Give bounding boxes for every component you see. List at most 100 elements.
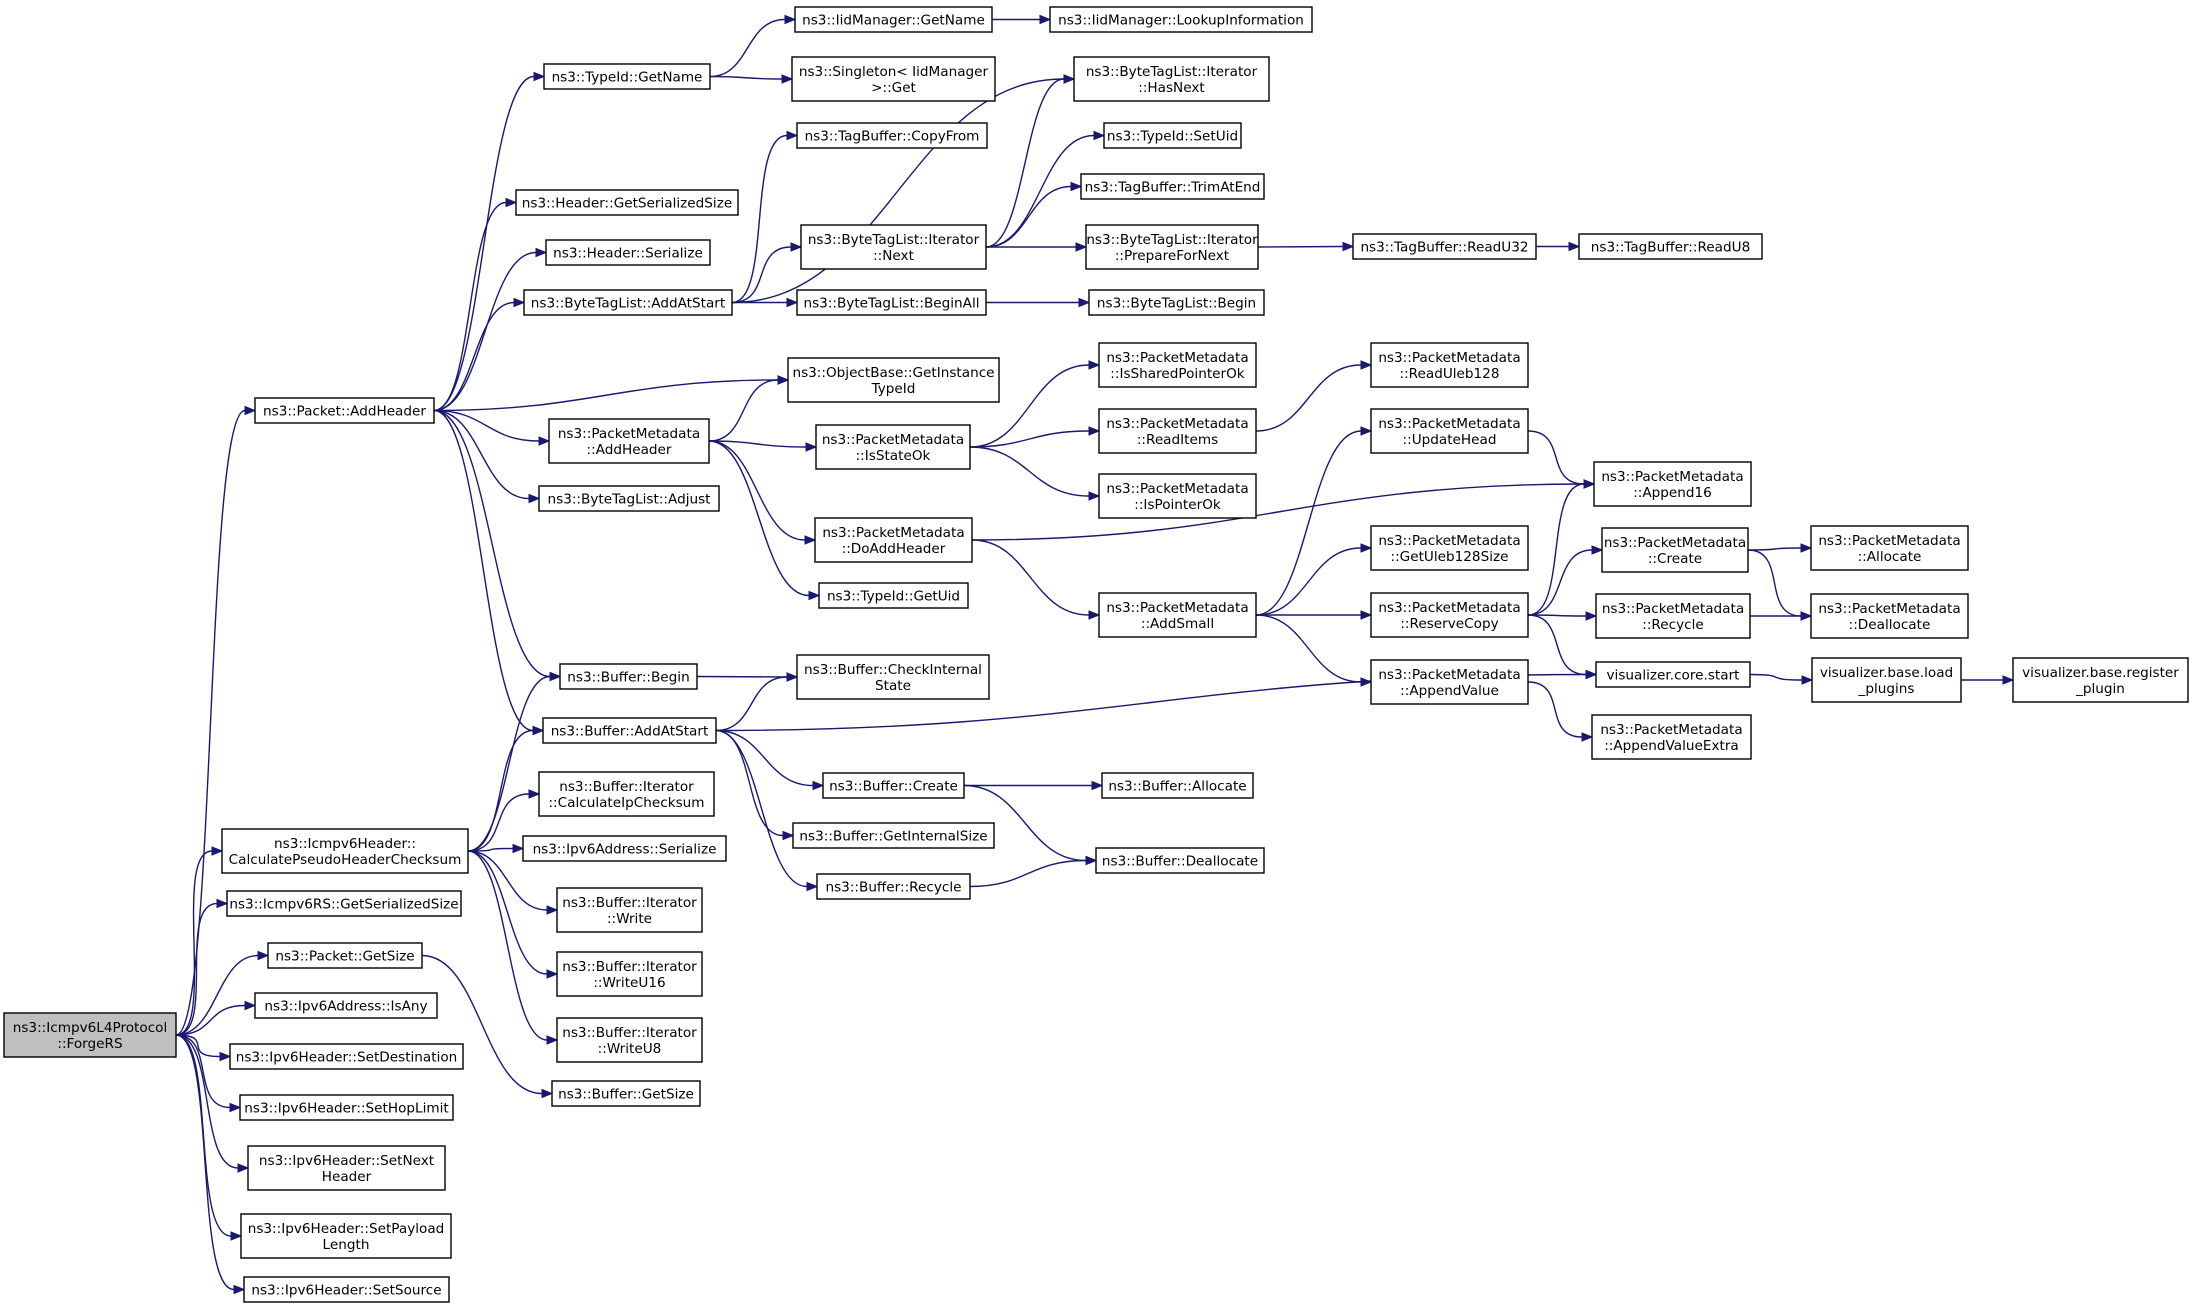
edge-btl-it-next-to-btl-it-prepare bbox=[986, 242, 1088, 252]
node-viz-core-start[interactable]: visualizer.core.start bbox=[1595, 661, 1751, 688]
edge-pm-update-head-to-pm-append16 bbox=[1527, 430, 1596, 489]
node-tag-buf-read-u32[interactable]: ns3::TagBuffer::ReadU32 bbox=[1352, 233, 1537, 260]
node-iid-get-name[interactable]: ns3::IidManager::GetName bbox=[794, 6, 993, 33]
node-buf-it-calc[interactable]: ns3::Buffer::Iterator::CalculateIpChecks… bbox=[538, 771, 715, 817]
node-box bbox=[1810, 525, 1969, 571]
node-tag-buf-read-u8[interactable]: ns3::TagBuffer::ReadU8 bbox=[1578, 233, 1763, 260]
node-pm-get-uleb-size[interactable]: ns3::PacketMetadata::GetUleb128Size bbox=[1370, 525, 1529, 571]
edge-packet-add-header-to-buf-begin bbox=[433, 409, 562, 682]
node-btl-add-at-start[interactable]: ns3::ByteTagList::AddAtStart bbox=[523, 289, 733, 316]
node-type-id-get-name[interactable]: ns3::TypeId::GetName bbox=[543, 63, 711, 90]
node-singleton-get[interactable]: ns3::Singleton< IidManager>::Get bbox=[791, 56, 996, 102]
node-pm-is-shared[interactable]: ns3::PacketMetadata::IsSharedPointerOk bbox=[1098, 342, 1257, 388]
node-calc-pseudo[interactable]: ns3::Icmpv6Header::CalculatePseudoHeader… bbox=[221, 828, 469, 874]
node-pm-recycle[interactable]: ns3::PacketMetadata::Recycle bbox=[1595, 593, 1751, 639]
node-type-id-get-uid[interactable]: ns3::TypeId::GetUid bbox=[818, 582, 969, 609]
node-btl-adjust[interactable]: ns3::ByteTagList::Adjust bbox=[538, 485, 720, 512]
node-pm-allocate[interactable]: ns3::PacketMetadata::Allocate bbox=[1810, 525, 1969, 571]
edge-forge-rs-to-set-next bbox=[175, 1034, 250, 1173]
node-pm-add-small[interactable]: ns3::PacketMetadata::AddSmall bbox=[1098, 592, 1257, 638]
node-pm-append16[interactable]: ns3::PacketMetadata::Append16 bbox=[1593, 461, 1752, 507]
node-buf-get-internal-size[interactable]: ns3::Buffer::GetInternalSize bbox=[792, 822, 995, 849]
node-set-source[interactable]: ns3::Ipv6Header::SetSource bbox=[243, 1276, 450, 1303]
node-set-dest[interactable]: ns3::Ipv6Header::SetDestination bbox=[229, 1043, 464, 1070]
node-pm-is-pointer[interactable]: ns3::PacketMetadata::IsPointerOk bbox=[1098, 473, 1257, 519]
node-rs-get-ser-size[interactable]: ns3::Icmpv6RS::GetSerializedSize bbox=[226, 890, 462, 917]
node-tag-buf-copy-from[interactable]: ns3::TagBuffer::CopyFrom bbox=[796, 122, 988, 149]
node-ipv6-serialize[interactable]: ns3::Ipv6Address::Serialize bbox=[522, 835, 727, 862]
node-iid-lookup[interactable]: ns3::IidManager::LookupInformation bbox=[1049, 6, 1313, 33]
node-pm-do-add-header[interactable]: ns3::PacketMetadata::DoAddHeader bbox=[814, 517, 973, 563]
node-label: ::IsPointerOk bbox=[1134, 497, 1221, 513]
node-pm-append-value-extra[interactable]: ns3::PacketMetadata::AppendValueExtra bbox=[1591, 714, 1752, 760]
node-box bbox=[815, 424, 971, 470]
node-label: ns3::PacketMetadata bbox=[1106, 481, 1248, 497]
node-header-serialize[interactable]: ns3::Header::Serialize bbox=[545, 239, 711, 266]
edge-buf-create-to-buf-allocate bbox=[963, 780, 1104, 791]
edge-pm-add-header-to-pm-is-state-ok bbox=[708, 440, 818, 452]
node-btl-it-next[interactable]: ns3::ByteTagList::Iterator::Next bbox=[800, 224, 987, 270]
node-viz-load-plugins[interactable]: visualizer.base.load_plugins bbox=[1811, 657, 1962, 703]
node-buf-it-write-u8[interactable]: ns3::Buffer::Iterator::WriteU8 bbox=[556, 1017, 703, 1063]
node-pm-read-uleb[interactable]: ns3::PacketMetadata::ReadUleb128 bbox=[1370, 342, 1529, 388]
node-btl-it-has-next[interactable]: ns3::ByteTagList::Iterator::HasNext bbox=[1073, 56, 1270, 102]
node-label: ::Recycle bbox=[1642, 617, 1704, 633]
node-btl-begin-all[interactable]: ns3::ByteTagList::BeginAll bbox=[796, 289, 987, 316]
node-pm-is-state-ok[interactable]: ns3::PacketMetadata::IsStateOk bbox=[815, 424, 971, 470]
edge-packet-add-header-to-pm-add-header bbox=[433, 409, 551, 446]
node-label: ns3::ByteTagList::Iterator bbox=[1086, 64, 1258, 80]
edge-pm-create-to-pm-deallocate bbox=[1747, 549, 1813, 621]
node-box bbox=[522, 835, 727, 862]
node-box bbox=[796, 654, 990, 700]
node-viz-register-plugin[interactable]: visualizer.base.register_plugin bbox=[2012, 657, 2189, 703]
node-label: ns3::Buffer::Recycle bbox=[825, 880, 961, 896]
node-pm-add-header[interactable]: ns3::PacketMetadata::AddHeader bbox=[548, 418, 710, 464]
edge-calc-pseudo-to-buf-it-calc bbox=[467, 789, 541, 852]
node-box bbox=[1595, 661, 1751, 688]
node-buf-it-write[interactable]: ns3::Buffer::Iterator::Write bbox=[556, 887, 703, 933]
node-ipv6-is-any[interactable]: ns3::Ipv6Address::IsAny bbox=[254, 992, 438, 1019]
node-packet-get-size[interactable]: ns3::Packet::GetSize bbox=[267, 942, 423, 969]
node-set-hop[interactable]: ns3::Ipv6Header::SetHopLimit bbox=[239, 1094, 454, 1121]
node-packet-add-header[interactable]: ns3::Packet::AddHeader bbox=[254, 397, 435, 424]
edge-type-id-get-name-to-singleton-get bbox=[709, 74, 794, 84]
node-box bbox=[1101, 772, 1254, 799]
node-label: ns3::Buffer::AddAtStart bbox=[551, 724, 709, 740]
node-buf-create[interactable]: ns3::Buffer::Create bbox=[822, 772, 965, 799]
node-header-get-ser-size[interactable]: ns3::Header::GetSerializedSize bbox=[515, 189, 739, 216]
edge-pm-add-small-to-pm-get-uleb-size bbox=[1255, 543, 1373, 616]
node-buf-it-write-u16[interactable]: ns3::Buffer::Iterator::WriteU16 bbox=[556, 951, 703, 997]
node-label: ns3::ByteTagList::Iterator bbox=[1086, 232, 1258, 248]
node-buf-add-at-start[interactable]: ns3::Buffer::AddAtStart bbox=[542, 717, 717, 744]
node-pm-update-head[interactable]: ns3::PacketMetadata::UpdateHead bbox=[1370, 408, 1529, 454]
node-btl-begin[interactable]: ns3::ByteTagList::Begin bbox=[1088, 289, 1265, 316]
node-label: ::AppendValue bbox=[1400, 683, 1499, 699]
node-pm-append-value[interactable]: ns3::PacketMetadata::AppendValue bbox=[1370, 659, 1529, 705]
node-pm-reserve-copy[interactable]: ns3::PacketMetadata::ReserveCopy bbox=[1370, 592, 1529, 638]
node-box bbox=[243, 1276, 450, 1303]
node-pm-read-items[interactable]: ns3::PacketMetadata::ReadItems bbox=[1098, 408, 1257, 454]
node-box bbox=[791, 56, 996, 102]
node-pm-deallocate[interactable]: ns3::PacketMetadata::Deallocate bbox=[1810, 593, 1969, 639]
node-label: ns3::TagBuffer::ReadU32 bbox=[1360, 240, 1528, 256]
node-buf-begin[interactable]: ns3::Buffer::Begin bbox=[559, 663, 698, 690]
node-buf-recycle[interactable]: ns3::Buffer::Recycle bbox=[816, 873, 971, 900]
node-type-id-set-uid[interactable]: ns3::TypeId::SetUid bbox=[1103, 122, 1242, 149]
node-label: _plugin bbox=[2075, 681, 2125, 697]
node-box bbox=[1098, 408, 1257, 454]
node-box bbox=[254, 992, 438, 1019]
node-tag-buf-trim[interactable]: ns3::TagBuffer::TrimAtEnd bbox=[1080, 173, 1265, 200]
node-pm-create[interactable]: ns3::PacketMetadata::Create bbox=[1601, 527, 1749, 573]
node-buf-allocate[interactable]: ns3::Buffer::Allocate bbox=[1101, 772, 1254, 799]
node-buf-get-size[interactable]: ns3::Buffer::GetSize bbox=[551, 1080, 701, 1107]
node-btl-it-prepare[interactable]: ns3::ByteTagList::Iterator::PrepareForNe… bbox=[1085, 224, 1259, 270]
node-box bbox=[787, 357, 1000, 403]
node-buf-deallocate[interactable]: ns3::Buffer::Deallocate bbox=[1095, 847, 1265, 874]
node-label: ns3::PacketMetadata bbox=[1378, 667, 1520, 683]
node-forge-rs[interactable]: ns3::Icmpv6L4Protocol::ForgeRS bbox=[3, 1012, 177, 1058]
